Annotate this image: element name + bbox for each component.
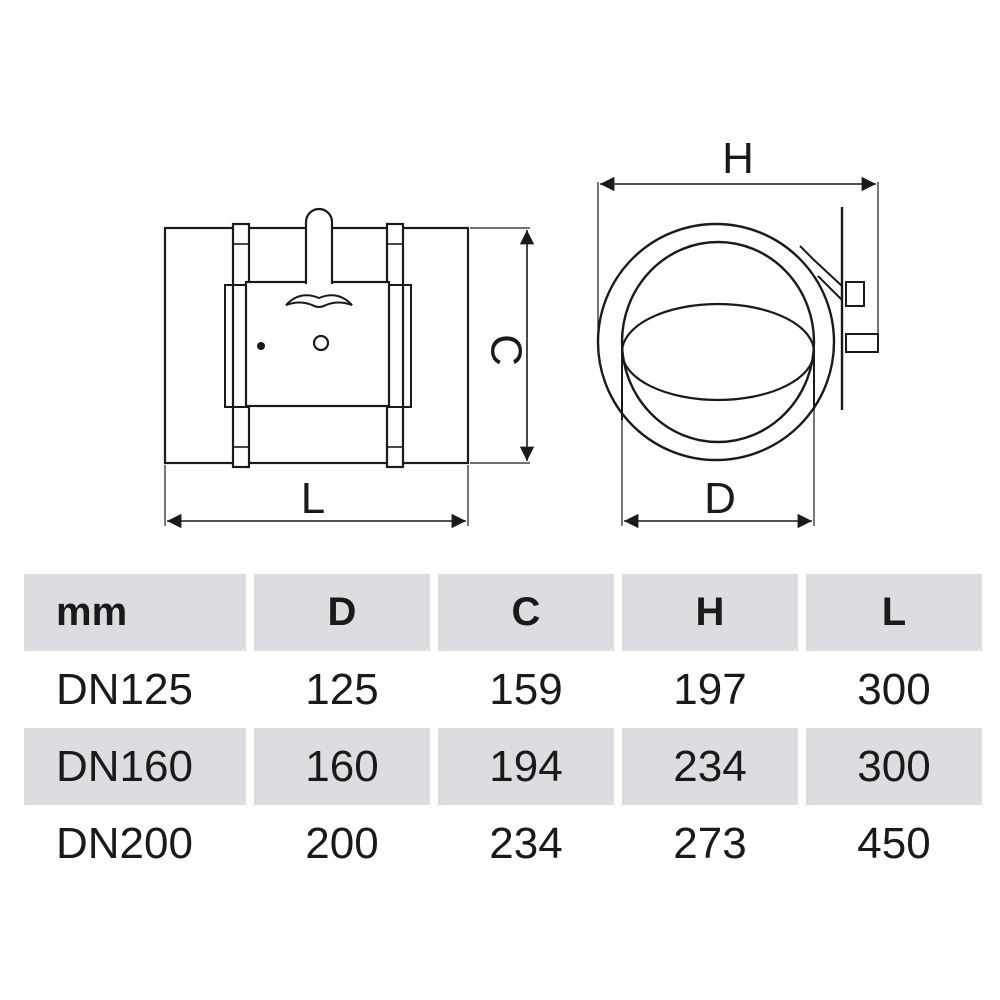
value-cell-l: 300 — [857, 664, 931, 714]
value-cell-c: 194 — [438, 728, 614, 805]
technical-drawing: C L H D — [163, 134, 879, 529]
dim-d-label: D — [704, 474, 736, 523]
header-cell-l: L — [806, 574, 982, 651]
bracket-arm — [799, 245, 843, 301]
outer-ring — [596, 222, 836, 462]
dim-h-label: H — [722, 134, 754, 183]
value-cell-h: 234 — [622, 728, 798, 805]
value-cell-d: 160 — [254, 728, 430, 805]
value-cell-h: 197 — [673, 664, 747, 714]
value-cell-d: 125 — [305, 664, 379, 714]
model-cell: DN200 — [56, 818, 193, 868]
model-cell: DN160 — [24, 728, 246, 805]
lever-block — [845, 281, 865, 307]
value-cell-h: 273 — [673, 818, 747, 868]
pivot-screw — [312, 334, 330, 352]
side-view: C L — [163, 207, 535, 529]
table-header-row: mm D C H L — [24, 574, 984, 651]
front-view: H D — [596, 134, 879, 529]
value-cell-l: 300 — [806, 728, 982, 805]
table-row: DN200 200 234 273 450 — [24, 805, 984, 882]
header-cell-d: D — [254, 574, 430, 651]
header-cell-c: C — [438, 574, 614, 651]
value-cell-c: 159 — [489, 664, 563, 714]
header-cell-h: H — [622, 574, 798, 651]
screw-dot — [257, 342, 265, 350]
table-row: DN160 160 194 234 300 — [24, 728, 984, 805]
dimensions-table: mm D C H L DN125 125 159 197 300 DN160 1… — [24, 574, 984, 882]
value-cell-c: 234 — [489, 818, 563, 868]
wing-nut — [285, 294, 353, 308]
damper-handle — [304, 207, 334, 284]
dim-l-label: L — [301, 474, 325, 523]
table-row: DN125 125 159 197 300 — [24, 651, 984, 728]
inner-duct — [620, 240, 816, 444]
lever-nut — [845, 333, 879, 353]
damper-blade — [620, 302, 816, 402]
dim-c-label: C — [482, 334, 531, 366]
header-cell-unit: mm — [24, 574, 246, 651]
value-cell-l: 450 — [857, 818, 931, 868]
value-cell-d: 200 — [305, 818, 379, 868]
model-cell: DN125 — [56, 664, 193, 714]
